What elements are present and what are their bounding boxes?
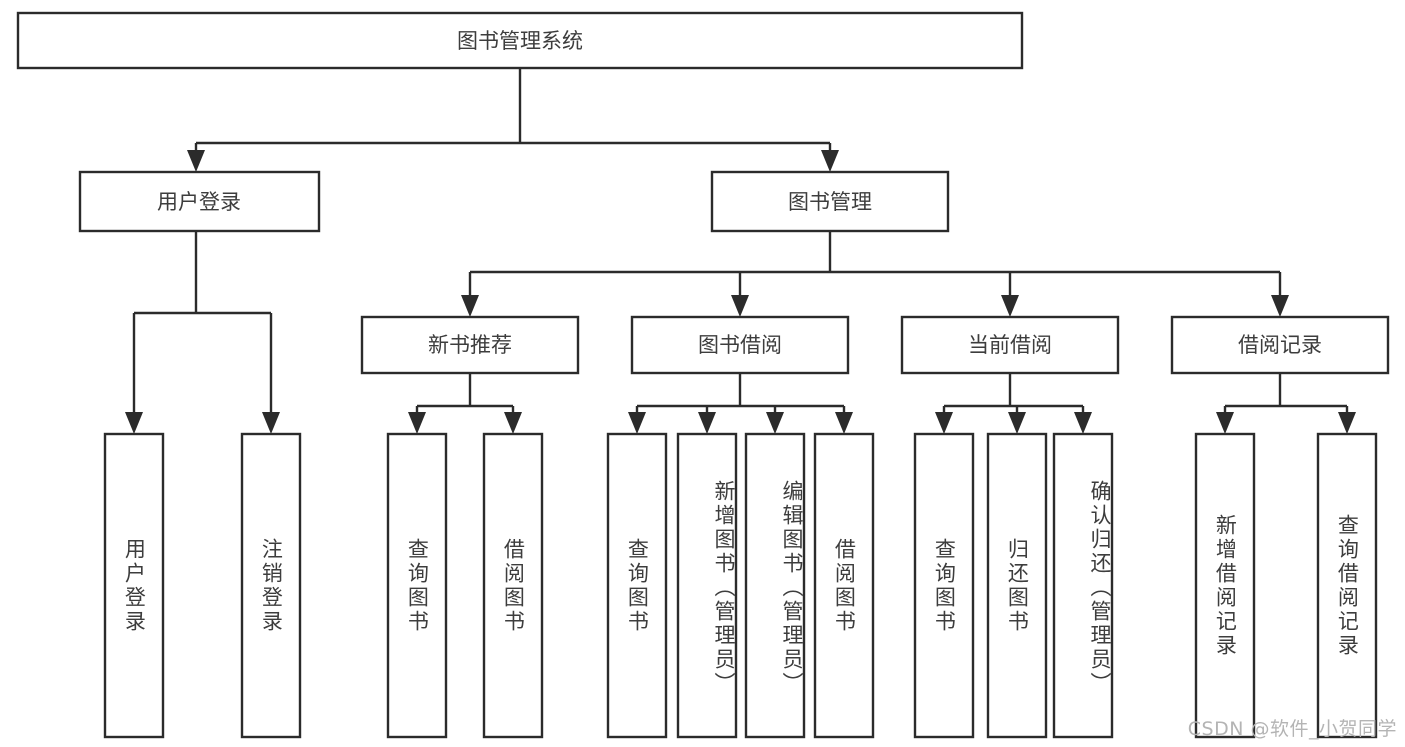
leaf-add-book-admin-box[interactable] (676, 432, 738, 739)
node-borrow-records-label: 借阅记录 (1238, 333, 1322, 357)
connector-group-root (187, 68, 839, 172)
arrow-head-leaf-logout (262, 412, 280, 434)
leaf-confirm-return-admin-box[interactable] (1052, 432, 1114, 739)
leaf-return-book-box[interactable] (986, 432, 1048, 739)
leaf-borrow-book-box[interactable] (813, 432, 875, 739)
leaf-add-borrow-record-box[interactable] (1194, 432, 1256, 739)
arrow-head-borrow-records (1271, 295, 1289, 317)
node-borrow-records-box[interactable] (1170, 315, 1390, 375)
node-root-box[interactable] (16, 11, 1024, 70)
node-new-book-recommend[interactable]: 新书推荐 (360, 315, 580, 375)
arrow-head-new-book-recommend (461, 295, 479, 317)
arrow-head-leaf-borrow-book-recommend (504, 412, 522, 434)
arrow-head-leaf-query-book-recommend (408, 412, 426, 434)
leaf-query-borrow-record-box[interactable] (1316, 432, 1378, 739)
connector-group-new-book-recommend (408, 373, 522, 434)
leaf-logout-box[interactable] (240, 432, 302, 739)
arrow-head-leaf-query-borrow-record (1338, 412, 1356, 434)
arrow-head-leaf-return-book (1008, 412, 1026, 434)
node-root-label: 图书管理系统 (457, 29, 583, 53)
node-book-borrow-box[interactable] (630, 315, 850, 375)
node-book-borrow-label: 图书借阅 (698, 333, 782, 357)
node-borrow-records[interactable]: 借阅记录 (1170, 315, 1390, 375)
node-user-login[interactable]: 用户登录 (78, 170, 321, 233)
arrow-head-current-borrow (1001, 295, 1019, 317)
node-book-borrow[interactable]: 图书借阅 (630, 315, 850, 375)
node-current-borrow[interactable]: 当前借阅 (900, 315, 1120, 375)
leaf-query-book-current-box[interactable] (913, 432, 975, 739)
arrow-head-leaf-confirm-return-admin (1074, 412, 1092, 434)
connector-group-user-login (125, 231, 280, 434)
node-user-login-label: 用户登录 (157, 190, 241, 214)
leaf-edit-book-admin-box[interactable] (744, 432, 806, 739)
leaf-query-book-recommend-box[interactable] (386, 432, 448, 739)
arrow-head-leaf-query-book-current (935, 412, 953, 434)
arrow-head-book-management (821, 150, 839, 172)
arrow-head-leaf-add-book-admin (698, 412, 716, 434)
node-current-borrow-label: 当前借阅 (968, 333, 1052, 357)
node-book-management[interactable]: 图书管理 (710, 170, 950, 233)
node-new-book-recommend-box[interactable] (360, 315, 580, 375)
node-user-login-box[interactable] (78, 170, 321, 233)
connector-group-book-borrow (628, 373, 853, 434)
connector-group-current-borrow (935, 373, 1092, 434)
arrow-head-user-login (187, 150, 205, 172)
node-current-borrow-box[interactable] (900, 315, 1120, 375)
node-book-management-box[interactable] (710, 170, 950, 233)
arrow-head-book-borrow (731, 295, 749, 317)
leaf-borrow-book-recommend-box[interactable] (482, 432, 544, 739)
node-root[interactable]: 图书管理系统 (16, 11, 1024, 70)
node-new-book-recommend-label: 新书推荐 (428, 333, 512, 357)
leaf-user-login-box[interactable] (103, 432, 165, 739)
arrow-head-leaf-edit-book-admin (766, 412, 784, 434)
arrow-head-leaf-query-book-borrow (628, 412, 646, 434)
arrow-head-leaf-add-borrow-record (1216, 412, 1234, 434)
leaf-boxes (103, 432, 1378, 739)
leaf-query-book-borrow-box[interactable] (606, 432, 668, 739)
connector-group-borrow-records (1216, 373, 1356, 434)
connector-group-book-management (461, 231, 1289, 317)
arrow-head-leaf-user-login (125, 412, 143, 434)
arrow-head-leaf-borrow-book (835, 412, 853, 434)
node-book-management-label: 图书管理 (788, 190, 872, 214)
csdn-watermark: CSDN @软件_小贺同学 (1187, 718, 1397, 740)
